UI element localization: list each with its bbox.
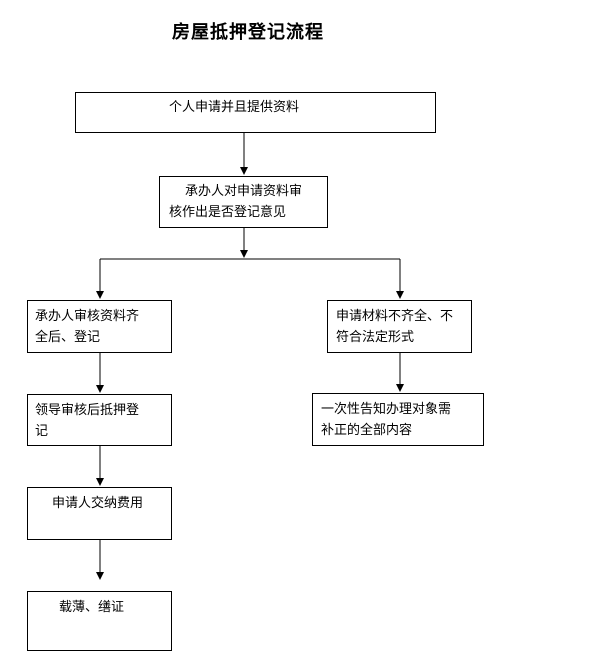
node-notify-supplement-line-2: 补正的全部内容 bbox=[321, 423, 413, 438]
node-pay-fee: 申请人交纳费用 bbox=[27, 487, 172, 540]
node-leader-register: 领导审核后抵押登 记 bbox=[27, 394, 172, 446]
node-complete-register-line-2: 全后、登记 bbox=[35, 330, 101, 345]
node-review-line-1: 承办人对申请资料审 bbox=[185, 184, 303, 199]
node-notify-supplement: 一次性告知办理对象需 补正的全部内容 bbox=[312, 393, 484, 446]
node-incomplete-line-1: 申请材料不齐全、不 bbox=[336, 309, 454, 324]
node-incomplete: 申请材料不齐全、不 符合法定形式 bbox=[327, 300, 472, 353]
node-complete-register: 承办人审核资料齐 全后、登记 bbox=[27, 300, 172, 353]
node-review-line-2: 核作出是否登记意见 bbox=[169, 205, 287, 220]
node-leader-register-line-2: 记 bbox=[35, 424, 49, 439]
node-complete-register-line-1: 承办人审核资料齐 bbox=[35, 309, 140, 324]
node-incomplete-line-2: 符合法定形式 bbox=[336, 330, 415, 345]
node-issue-certificate: 载薄、缮证 bbox=[27, 591, 172, 651]
page-title: 房屋抵押登记流程 bbox=[172, 22, 324, 43]
node-review: 承办人对申请资料审 核作出是否登记意见 bbox=[159, 176, 328, 228]
node-leader-register-line-1: 领导审核后抵押登 bbox=[35, 403, 140, 418]
node-issue-certificate-line-1: 载薄、缮证 bbox=[59, 600, 125, 615]
node-notify-supplement-line-1: 一次性告知办理对象需 bbox=[321, 402, 452, 417]
node-apply: 个人申请并且提供资料 bbox=[75, 92, 436, 133]
node-pay-fee-line-1: 申请人交纳费用 bbox=[52, 496, 144, 511]
node-apply-line-1: 个人申请并且提供资料 bbox=[169, 100, 300, 115]
